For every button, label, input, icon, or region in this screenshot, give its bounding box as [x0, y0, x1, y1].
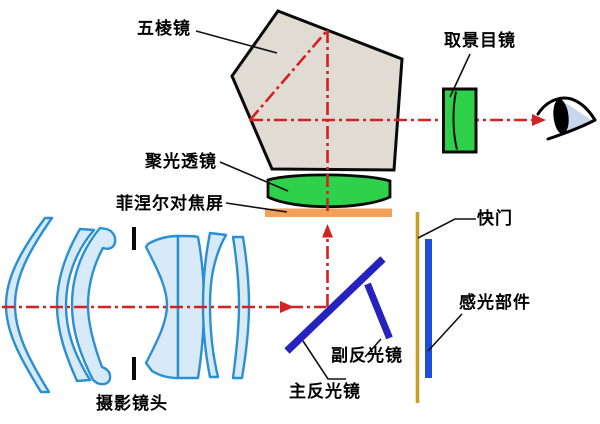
pointer-main-mirror — [302, 340, 346, 380]
eyepiece-shape — [442, 87, 478, 154]
label-fresnel-screen: 菲涅尔对焦屏 — [116, 194, 224, 213]
label-secondary-mirror: 副反光镜 — [331, 346, 403, 365]
label-sensor: 感光部件 — [459, 293, 531, 312]
pointer-sensor — [427, 313, 463, 352]
pointer-condenser — [219, 161, 289, 192]
pointer-secondary-mirror — [364, 338, 382, 358]
pointer-shutter — [417, 218, 476, 239]
eye-icon — [536, 96, 597, 141]
fresnel-screen-shape — [265, 208, 392, 217]
prism-diagonal-line — [249, 29, 329, 121]
secondary-mirror-shape — [364, 282, 393, 340]
lens-element — [70, 226, 117, 386]
lens-element — [231, 235, 251, 380]
pentaprism-shape — [230, 9, 404, 172]
lens-element — [144, 234, 180, 380]
arrowhead-up-icon — [322, 224, 333, 238]
lens-element — [55, 227, 96, 383]
label-pointer-lines — [195, 30, 476, 380]
camera-lens-group — [4, 216, 251, 394]
pointer-pentaprism — [195, 30, 278, 54]
pointer-fresnel — [225, 202, 288, 213]
arrowhead-right-icon — [280, 301, 294, 313]
arrowhead-eye-icon — [532, 114, 546, 126]
label-condenser: 聚光透镜 — [145, 152, 217, 171]
label-shutter: 快门 — [477, 209, 513, 228]
label-pentaprism: 五棱镜 — [137, 19, 191, 38]
label-main-mirror: 主反光镜 — [289, 382, 361, 401]
lens-element — [4, 216, 54, 394]
label-camera-lens: 摄影镜头 — [96, 394, 168, 413]
condenser-lens-shape — [266, 173, 392, 209]
main-mirror-shape — [284, 256, 386, 354]
label-eyepiece: 取景目镜 — [444, 31, 516, 50]
lens-element — [201, 231, 228, 379]
optical-path-group — [2, 29, 533, 309]
pointer-eyepiece — [449, 53, 471, 98]
eyepiece-inner-line — [452, 91, 458, 150]
